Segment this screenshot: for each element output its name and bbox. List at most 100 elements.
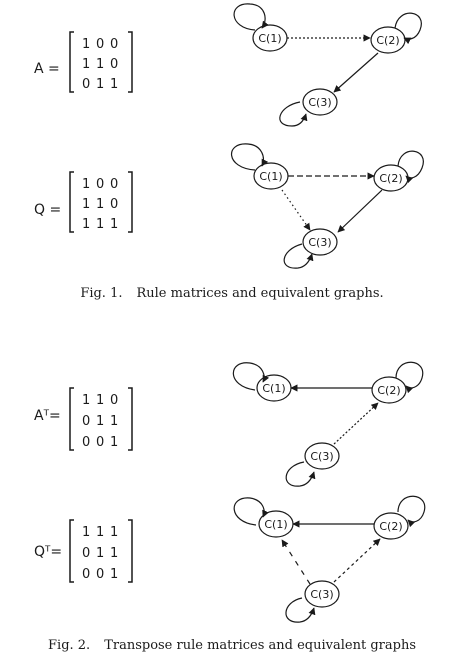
left-bracket	[69, 387, 74, 451]
node-label: C(3)	[310, 588, 333, 601]
graph-node	[373, 164, 409, 192]
self-loop	[279, 101, 308, 127]
matrix-cell: 1	[96, 414, 104, 429]
left-bracket	[69, 31, 74, 93]
right-bracket	[128, 519, 133, 583]
matrix-cell: 0	[110, 393, 118, 408]
node-label: C(2)	[379, 172, 402, 185]
matrix-cell: 0	[110, 197, 118, 212]
matrix-cell: 1	[110, 217, 118, 232]
caption-number: Fig. 1.	[80, 286, 123, 301]
self-loop	[285, 597, 316, 623]
fig1-graph-q	[230, 143, 424, 269]
matrix-cell: 1	[82, 393, 90, 408]
fig2-matrix-at: Aᵀ= 1 1 0 0 1 1 0 0 1	[34, 387, 133, 451]
matrix-cell: 1	[110, 525, 118, 540]
self-loop	[233, 497, 269, 526]
graph-node	[302, 228, 338, 256]
matrix-cell: 1	[96, 525, 104, 540]
matrix-cell: 0	[82, 414, 90, 429]
matrix-cell: 0	[96, 435, 104, 450]
right-bracket	[128, 171, 133, 233]
node-label: C(3)	[308, 96, 331, 109]
matrix-cell: 1	[82, 217, 90, 232]
matrix-cell: 1	[96, 217, 104, 232]
edge-arrow	[333, 538, 381, 583]
matrix-cell: 0	[82, 435, 90, 450]
node-label: C(3)	[308, 236, 331, 249]
node-label: C(1)	[262, 382, 285, 395]
matrix-cell: 1	[82, 525, 90, 540]
matrix-cell: 0	[96, 37, 104, 52]
self-loop	[397, 150, 424, 184]
graph-node	[373, 512, 409, 540]
matrix-cell: 1	[110, 567, 118, 582]
self-loop	[395, 361, 424, 394]
matrix-cell: 1	[82, 37, 90, 52]
matrix-cell: 0	[82, 546, 90, 561]
figure-caption: Fig. 2. Transpose rule matrices and equiv…	[0, 638, 464, 653]
matrix-label-q: Q =	[34, 202, 61, 218]
matrix-cell: 1	[96, 197, 104, 212]
matrix-cell: 1	[110, 77, 118, 92]
graph-node	[258, 510, 294, 538]
fig1-matrix-q: Q = 1 0 0 1 1 0 1 1 1	[34, 171, 133, 233]
right-bracket	[128, 387, 133, 451]
matrix-cell: 1	[96, 393, 104, 408]
self-loop	[283, 243, 314, 269]
graph-node	[302, 88, 338, 116]
graph-node	[371, 376, 407, 404]
matrix-cell: 0	[82, 77, 90, 92]
self-loop	[233, 3, 269, 31]
matrix-cell: 1	[82, 177, 90, 192]
matrix-cell: 1	[96, 77, 104, 92]
fig1-matrix-a: A = 1 0 0 1 1 0 0 1 1	[34, 31, 133, 93]
edge-arrow	[337, 189, 383, 233]
matrix-cell: 1	[110, 435, 118, 450]
edge-arrow	[281, 539, 311, 585]
matrix-cell: 1	[82, 197, 90, 212]
node-label: C(2)	[376, 34, 399, 47]
graph-node	[370, 26, 406, 54]
fig2-graph-at	[232, 361, 424, 487]
fig1-graph-a	[233, 3, 422, 127]
matrix-label-a: A =	[34, 61, 60, 77]
self-loop	[232, 362, 270, 391]
node-label: C(1)	[258, 32, 281, 45]
self-loop	[394, 12, 422, 45]
matrix-cell: 1	[96, 57, 104, 72]
caption-number: Fig. 2.	[48, 638, 91, 653]
node-label: C(2)	[377, 384, 400, 397]
matrix-cell: 0	[96, 567, 104, 582]
self-loop	[285, 461, 316, 487]
caption-text: Transpose rule matrices and equivalent g…	[104, 638, 416, 653]
node-label: C(1)	[259, 170, 282, 183]
graph-node	[252, 24, 288, 52]
matrix-cell: 0	[110, 177, 118, 192]
node-label: C(3)	[310, 450, 333, 463]
matrix-label-at: Aᵀ=	[34, 408, 61, 424]
matrix-cell: 0	[82, 567, 90, 582]
matrix-cell: 1	[110, 414, 118, 429]
edge-arrow	[333, 52, 379, 93]
edge-arrow	[281, 189, 311, 231]
matrix-cell: 1	[96, 546, 104, 561]
matrix-cell: 0	[110, 37, 118, 52]
fig2-matrix-qt: Qᵀ= 1 1 1 0 1 1 0 0 1	[34, 519, 133, 583]
graph-node	[304, 580, 340, 608]
node-label: C(1)	[264, 518, 287, 531]
self-loop	[230, 143, 269, 171]
caption-text: Rule matrices and equivalent graphs.	[136, 286, 384, 301]
matrix-cell: 0	[110, 57, 118, 72]
self-loop	[397, 495, 426, 528]
fig2-graph-qt	[233, 495, 426, 623]
graph-node	[256, 374, 292, 402]
right-bracket	[128, 31, 133, 93]
matrix-cell: 1	[110, 546, 118, 561]
left-bracket	[69, 519, 74, 583]
matrix-label-qt: Qᵀ=	[34, 544, 62, 560]
edge-arrow	[333, 402, 379, 445]
graph-node	[304, 442, 340, 470]
figure-caption: Fig. 1. Rule matrices and equivalent grap…	[0, 286, 464, 301]
